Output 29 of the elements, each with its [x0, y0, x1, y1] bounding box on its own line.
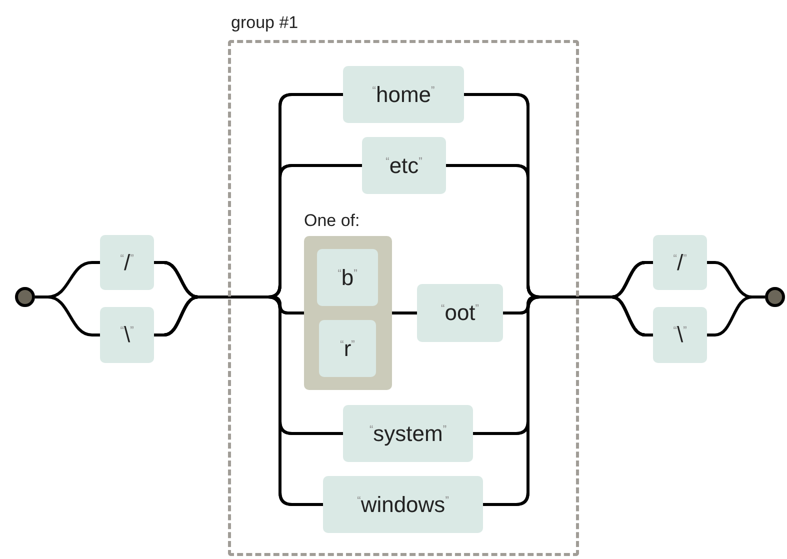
literal-box [100, 235, 154, 290]
literal-box [317, 249, 378, 306]
literal-box [100, 307, 154, 363]
literal-box [653, 307, 707, 363]
literal-text: $^{“}$home$^{”}$ [372, 82, 435, 108]
literal-box [653, 235, 707, 290]
literal-text: $^{“}$\$^{”}$ [120, 322, 134, 348]
literal-box [323, 476, 483, 533]
group-label: group #1 [231, 13, 298, 33]
literal-box [319, 320, 376, 377]
literal-text: $^{“}$/$^{”}$ [673, 250, 687, 276]
end-terminal [765, 287, 785, 307]
alternation-label: One of: [304, 211, 360, 231]
railroad-line [707, 296, 765, 336]
railroad-line [35, 296, 100, 336]
literal-text: $^{“}$etc$^{”}$ [386, 152, 422, 178]
literal-text: $^{“}$b$^{”}$ [338, 264, 358, 290]
literal-text: $^{“}$windows$^{”}$ [357, 492, 449, 518]
literal-text: $^{“}$system$^{”}$ [369, 420, 447, 446]
literal-box [343, 405, 473, 462]
literal-box [343, 66, 464, 123]
literal-box [417, 284, 503, 342]
start-terminal [15, 287, 35, 307]
literal-box [362, 137, 446, 194]
literal-text: $^{“}$/$^{”}$ [120, 250, 134, 276]
literal-text: $^{“}$r$^{”}$ [340, 336, 355, 362]
railroad-line [392, 312, 417, 314]
literal-text: $^{“}$\$^{”}$ [673, 322, 687, 348]
literal-text: $^{“}$oot$^{”}$ [441, 300, 479, 326]
